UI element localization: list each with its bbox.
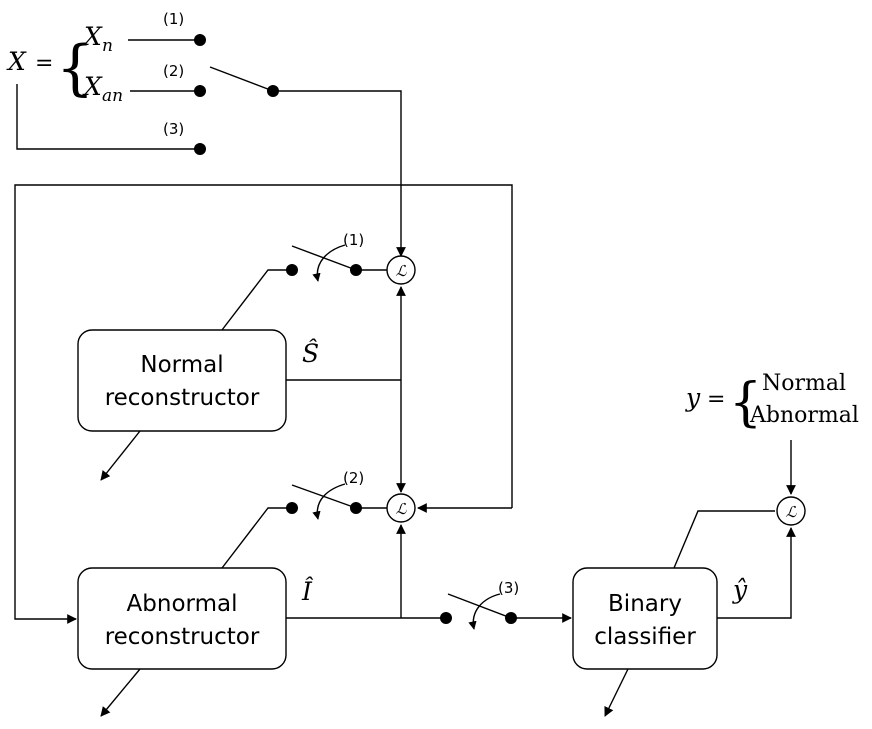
input-contact-2	[194, 85, 206, 97]
abnormal-reconstructor-update-arrow	[100, 668, 141, 717]
binary-classifier-label-line1: Binary	[608, 591, 682, 617]
switch1-contact-a	[286, 264, 298, 276]
switch3-action-arrow	[468, 593, 501, 630]
classifier-update-arrow	[604, 668, 629, 717]
loss3-symbol: ℒ	[786, 503, 798, 521]
input-contact-3	[194, 143, 206, 155]
loss3-node	[776, 496, 806, 526]
abnormal-reconstructor-label-line1: Abnormal	[127, 591, 238, 617]
input-brace: {	[56, 33, 94, 103]
y-hat-wire	[717, 527, 796, 619]
x-abnormal-label: X	[82, 72, 103, 101]
binary-classifier-box	[572, 567, 718, 670]
y-variable: y	[685, 383, 701, 412]
input-switch-label-3: (3)	[163, 120, 184, 138]
abnormal-reconstructor-box	[77, 567, 287, 670]
x-variable: X	[6, 47, 27, 76]
target-definition: y = { Normal Abnormal	[685, 371, 859, 433]
i-hat-label: Î	[301, 577, 314, 606]
input-switch-label-1: (1)	[163, 10, 184, 28]
switch1-label: (1)	[343, 231, 364, 249]
target-option-abnormal: Abnormal	[749, 403, 859, 428]
s-hat-label: Ŝ	[302, 339, 319, 368]
normal-reconstructor-switch-link	[221, 269, 292, 331]
abnormal-reconstructor-block: Abnormal reconstructor	[77, 567, 287, 670]
feedback-loop-wire	[14, 184, 513, 624]
x-normal-subscript: n	[102, 36, 113, 56]
x-abnormal-subscript: an	[102, 86, 123, 106]
switch2-contact-a	[286, 502, 298, 514]
target-brace: {	[729, 373, 762, 433]
x-input-line-3	[16, 84, 200, 150]
switch3-contact-a	[440, 612, 452, 624]
switch2-action-arrow	[312, 483, 346, 520]
classifier-loss-link	[673, 510, 775, 569]
input-selector-switch	[209, 66, 274, 92]
binary-classifier-block: Binary classifier	[572, 567, 718, 670]
input-definition: X = { X n X an	[6, 22, 123, 106]
binary-classifier-label-line2: classifier	[594, 624, 696, 650]
x-normal-label: X	[82, 22, 103, 51]
normal-reconstructor-label-line2: reconstructor	[105, 385, 260, 411]
y-hat-label: ŷ	[732, 575, 748, 604]
normal-reconstructor-label-line1: Normal	[140, 352, 223, 378]
loss1-node	[386, 255, 416, 285]
loss2-symbol: ℒ	[396, 500, 408, 518]
switch2-label: (2)	[343, 469, 364, 487]
x-equals: =	[35, 51, 53, 76]
loss1-symbol: ℒ	[396, 262, 408, 280]
normal-reconstructor-box	[77, 329, 287, 432]
normal-reconstructor-block: Normal reconstructor	[77, 329, 287, 432]
switch1-action-arrow	[312, 244, 346, 282]
input-switch-label-2: (2)	[163, 62, 184, 80]
normal-reconstructor-update-arrow	[100, 430, 141, 481]
target-option-normal: Normal	[762, 371, 846, 396]
loss2-node	[386, 493, 416, 523]
abnormal-reconstructor-switch-link	[221, 507, 292, 569]
selected-input-wire	[273, 90, 406, 257]
input-contact-1	[194, 34, 206, 46]
y-equals: =	[707, 387, 725, 412]
abnormal-reconstructor-label-line2: reconstructor	[105, 624, 260, 650]
switch3-label: (3)	[498, 579, 519, 597]
